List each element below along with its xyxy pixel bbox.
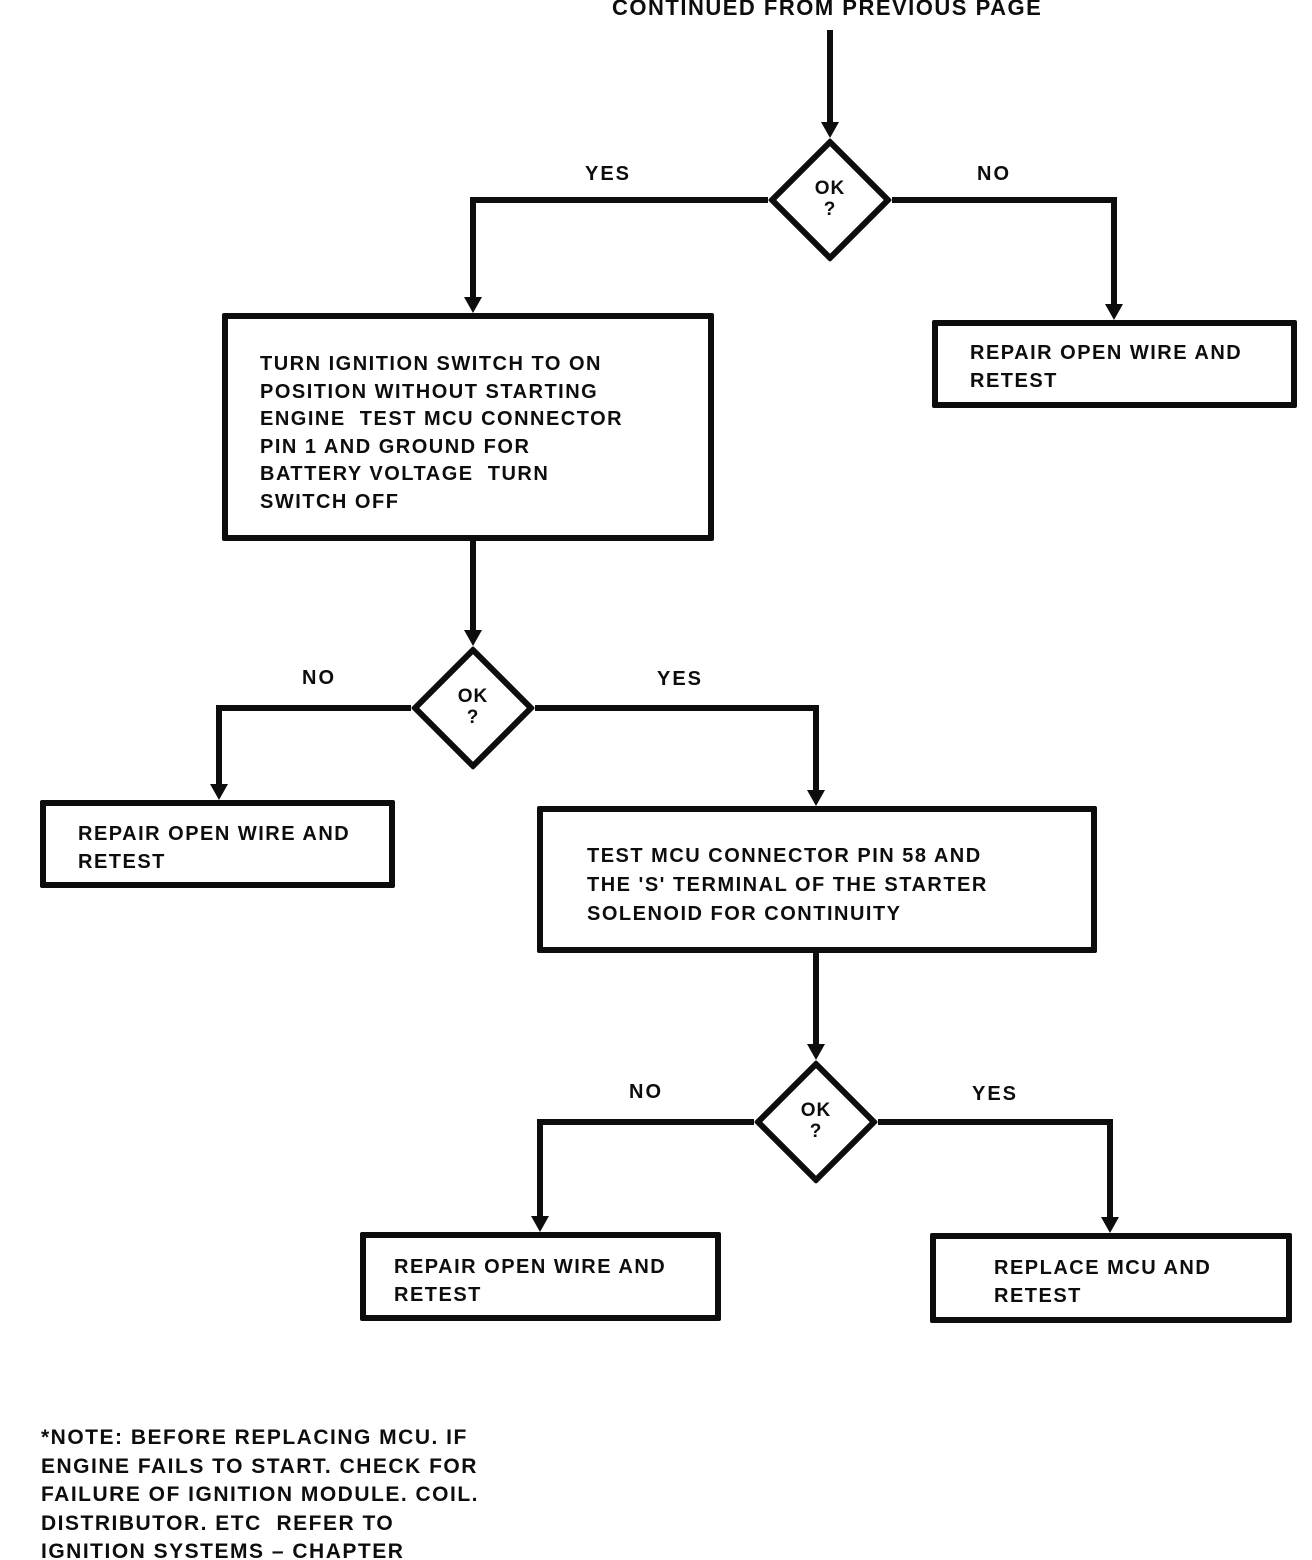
box-text-line: REPAIR OPEN WIRE AND xyxy=(78,823,351,845)
edge-d2-no-h xyxy=(216,705,411,711)
box-text-line: RETEST xyxy=(994,1284,1082,1307)
box-text-line: POSITION WITHOUT STARTING xyxy=(260,380,599,403)
footnote-line: FAILURE OF IGNITION MODULE. COIL. xyxy=(41,1483,479,1506)
edge-d1-no-h xyxy=(892,197,1117,203)
arrow-down-icon xyxy=(821,122,839,138)
edge-d3-no-v xyxy=(537,1119,543,1216)
box-text-line: SWITCH OFF xyxy=(260,490,400,513)
footnote: *NOTE: BEFORE REPLACING MCU. IF ENGINE F… xyxy=(41,1424,479,1560)
arrow-down-icon xyxy=(210,784,228,800)
arrow-down-icon xyxy=(807,790,825,806)
box-text-line: RETEST xyxy=(394,1283,482,1306)
decision-2-ok: OK xyxy=(457,686,489,707)
decision-2-qmark: ? xyxy=(466,707,480,728)
arrow-down-icon xyxy=(1101,1217,1119,1233)
box-text-line: PIN 1 AND GROUND FOR xyxy=(260,435,531,458)
arrow-down-icon xyxy=(807,1044,825,1060)
outcome-box-repair-bottom: REPAIR OPEN WIRE AND RETEST xyxy=(360,1232,721,1321)
decision-2-yes-label: YES xyxy=(657,668,704,690)
box-text-line: REPAIR OPEN WIRE AND xyxy=(394,1256,667,1278)
arrow-down-icon xyxy=(1105,304,1123,320)
box-text-line: REPLACE MCU AND xyxy=(994,1257,1212,1279)
edge-d2-no-v xyxy=(216,705,222,784)
edge-d2-yes-h xyxy=(535,705,816,711)
decision-2-no-label: NO xyxy=(302,667,336,689)
arrow-down-icon xyxy=(464,297,482,313)
footnote-line: DISTRIBUTOR. ETC REFER TO xyxy=(41,1511,395,1535)
decision-1-no-label: NO xyxy=(977,163,1011,185)
process-box-turn-ignition: TURN IGNITION SWITCH TO ON POSITION WITH… xyxy=(222,313,714,541)
decision-3-yes-label: YES xyxy=(972,1083,1019,1105)
arrow-down-icon xyxy=(464,630,482,646)
decision-1-yes-label: YES xyxy=(585,163,632,185)
footnote-line: IGNITION SYSTEMS – CHAPTER xyxy=(41,1540,405,1560)
footnote-line: *NOTE: BEFORE REPLACING MCU. IF xyxy=(41,1426,468,1449)
edge-box1-exit-v xyxy=(470,541,476,630)
edge-d1-no-v xyxy=(1111,197,1117,304)
outcome-box-repair-mid-left: REPAIR OPEN WIRE AND RETEST xyxy=(40,800,395,888)
edge-d2-yes-v xyxy=(813,705,819,790)
process-box-test-mcu-pin58: TEST MCU CONNECTOR PIN 58 AND THE 'S' TE… xyxy=(537,806,1097,953)
box-text-line: BATTERY VOLTAGE TURN xyxy=(260,463,550,485)
decision-3-qmark: ? xyxy=(809,1121,823,1142)
box-text-line: RETEST xyxy=(78,850,166,873)
decision-3-ok: OK xyxy=(800,1100,832,1121)
decision-1-ok: OK xyxy=(814,178,846,199)
decision-3-no-label: NO xyxy=(629,1081,663,1103)
box-text-line: TURN IGNITION SWITCH TO ON xyxy=(260,353,602,375)
edge-d3-yes-h xyxy=(878,1119,1113,1125)
decision-1-text: OK ? xyxy=(790,178,870,220)
box-text-line: TEST MCU CONNECTOR PIN 58 AND xyxy=(587,845,982,867)
decision-3-text: OK ? xyxy=(776,1100,856,1142)
edge-d3-no-h xyxy=(537,1119,754,1125)
box-text-line: ENGINE TEST MCU CONNECTOR xyxy=(260,408,624,430)
outcome-box-replace-mcu: REPLACE MCU AND RETEST xyxy=(930,1233,1292,1323)
edge-box3-exit-v xyxy=(813,953,819,1044)
arrow-down-icon xyxy=(531,1216,549,1232)
box-text-line: SOLENOID FOR CONTINUITY xyxy=(587,903,902,925)
edge-d3-yes-v xyxy=(1107,1119,1113,1217)
continued-from-previous-page-label: CONTINUED FROM PREVIOUS PAGE xyxy=(612,0,1043,20)
box-text-line: RETEST xyxy=(970,369,1058,392)
edge-d1-yes-v xyxy=(470,197,476,297)
decision-1-qmark: ? xyxy=(823,199,837,220)
edge-entry-line xyxy=(827,30,833,123)
box-text-line: THE 'S' TERMINAL OF THE STARTER xyxy=(587,874,988,896)
decision-2-text: OK ? xyxy=(433,686,513,728)
footnote-line: ENGINE FAILS TO START. CHECK FOR xyxy=(41,1454,478,1478)
outcome-box-repair-top-right: REPAIR OPEN WIRE AND RETEST xyxy=(932,320,1297,408)
edge-d1-yes-h xyxy=(470,197,768,203)
box-text-line: REPAIR OPEN WIRE AND xyxy=(970,342,1243,364)
